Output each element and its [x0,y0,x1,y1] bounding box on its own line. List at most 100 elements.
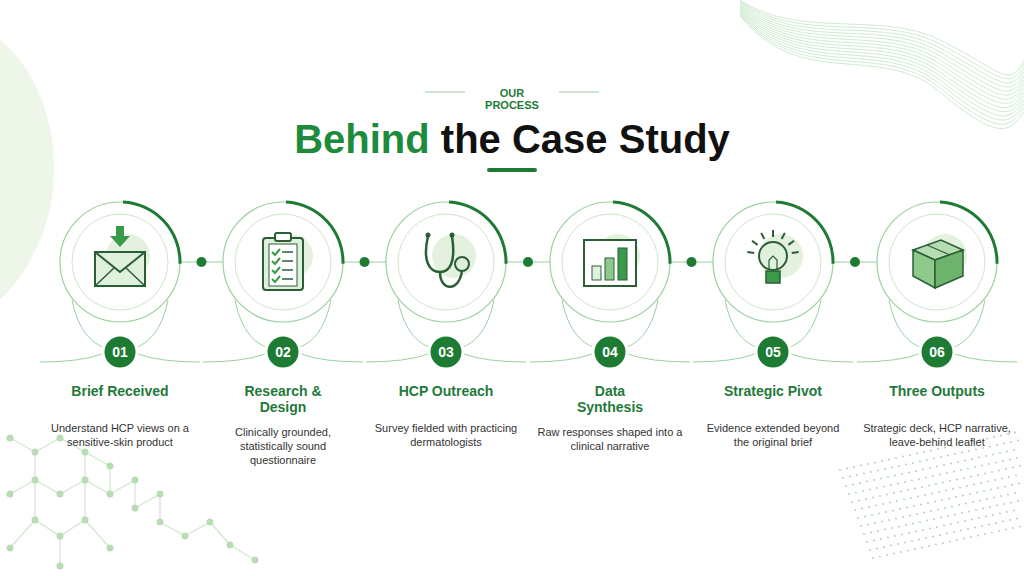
dot [912,523,914,525]
molecule-bond [110,480,135,494]
step-number: 03 [430,344,462,360]
dot [890,545,892,547]
dot [894,535,896,537]
dot [980,482,982,484]
dot [901,473,903,475]
dot [907,489,909,491]
dot [947,515,949,517]
dot [937,448,939,450]
dot [998,530,1000,532]
dot [892,510,894,512]
dot [900,491,902,493]
molecule-atom [32,477,39,484]
molecule-bond [10,480,35,494]
dot [900,551,902,553]
step-connector [180,257,223,267]
dot [1007,494,1009,496]
icon-part [761,233,764,239]
dot [950,523,952,525]
dot [999,513,1001,515]
dot [891,467,893,469]
step-circle [525,195,695,395]
icon-part [426,233,431,238]
dot [973,484,975,486]
dot [848,493,850,495]
dot [997,487,999,489]
dot [953,471,955,473]
icon-part [110,226,130,247]
dot [888,519,890,521]
dot [929,467,931,469]
dot [948,498,950,500]
molecule-bond [10,520,35,548]
molecule-atom [82,449,89,456]
dot [1002,521,1004,523]
dot [1010,502,1012,504]
dot [977,474,979,476]
molecule-bond [60,480,85,494]
molecule-bond [85,520,110,548]
dot [943,525,945,527]
molecule-bond [210,522,230,545]
dot [981,525,983,527]
molecule-bond [230,545,255,560]
dot [845,485,847,487]
molecule-atom [7,545,14,552]
dot [914,488,916,490]
step-circle [688,195,858,395]
dot [930,450,932,452]
dot [957,522,959,524]
dot [912,462,914,464]
icon-part [935,250,963,288]
icon-part [927,245,950,255]
pedestal-line [693,354,755,362]
dot [842,477,844,479]
dot [858,500,860,502]
dot [981,465,983,467]
dot [975,449,977,451]
dot [960,469,962,471]
dot [866,481,868,483]
dot [919,461,921,463]
dot [937,509,939,511]
dot [904,481,906,483]
dot [873,540,875,542]
step-connector [833,257,877,267]
dot [967,468,969,470]
dot [851,501,853,503]
molecule-bond [34,452,35,480]
dot [1001,478,1003,480]
dot [1014,432,1016,434]
molecule-bond [34,480,35,520]
molecule-atom [57,533,64,540]
dot [924,494,926,496]
dot [939,474,941,476]
dot [944,507,946,509]
step-icon [426,233,470,287]
dot [962,495,964,497]
dot [873,479,875,481]
dot [855,492,857,494]
step-icon [584,240,636,286]
dot [988,463,990,465]
dot [882,503,884,505]
dot [963,538,965,540]
molecule-atom [57,563,64,570]
dot [876,487,878,489]
dot [883,486,885,488]
dot [955,496,957,498]
dot [932,475,934,477]
dot [982,508,984,510]
dot [902,516,904,518]
dot [891,527,893,529]
icon-part [769,256,777,270]
pedestal-line [366,354,428,362]
dot [964,460,966,462]
step-heading: Strategic Pivot [723,383,823,399]
molecule-bond [109,466,110,494]
dot [872,557,874,559]
dot [975,509,977,511]
dot [966,485,968,487]
corner-blob [0,40,54,300]
dot [869,549,871,551]
